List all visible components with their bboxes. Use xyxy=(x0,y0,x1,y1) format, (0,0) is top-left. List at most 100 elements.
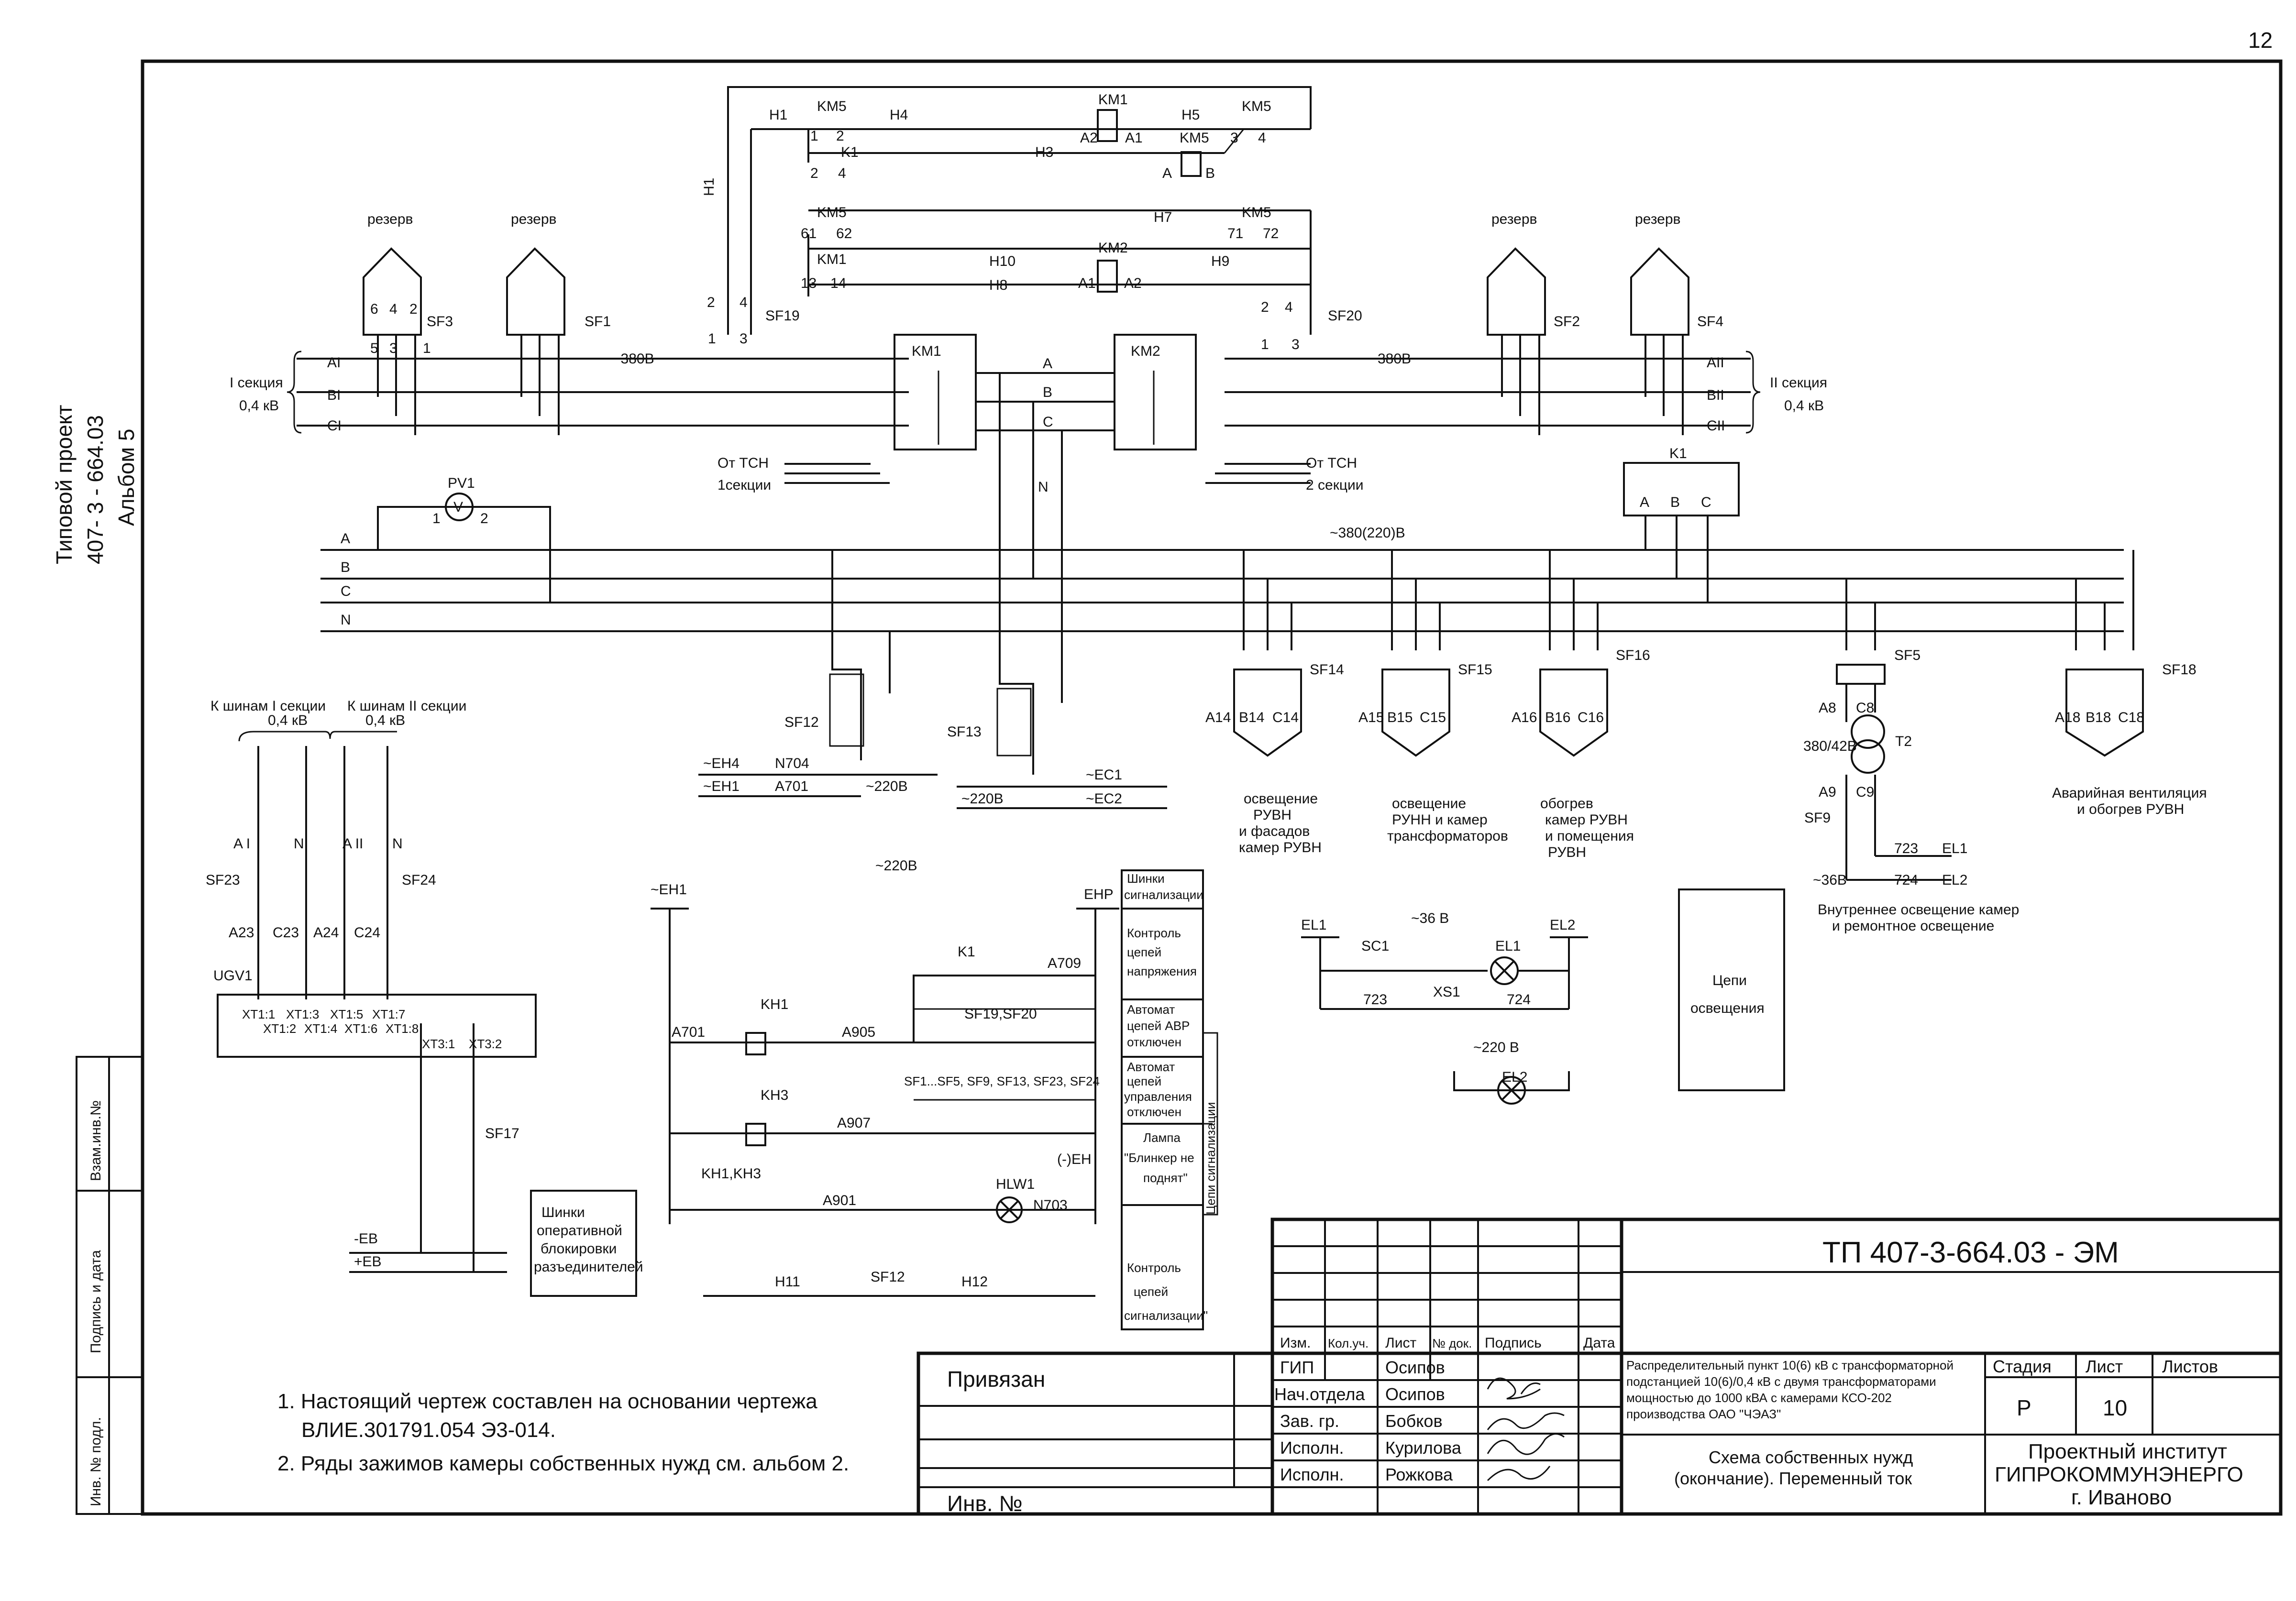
svg-text:Привязан: Привязан xyxy=(947,1367,1045,1392)
svg-text:резерв: резерв xyxy=(367,211,413,227)
svg-text:K1: K1 xyxy=(841,144,859,160)
ugv1-power-supply: К шинам I секции 0,4 кВ К шинам II секци… xyxy=(206,698,537,1273)
svg-text:C23: C23 xyxy=(273,925,299,941)
svg-text:1: 1 xyxy=(708,331,716,347)
svg-text:От ТСН: От ТСН xyxy=(718,455,769,471)
svg-text:A: A xyxy=(1162,165,1172,181)
svg-text:Внутреннее освещение камер: Внутреннее освещение камер xyxy=(1818,902,2019,918)
svg-text:KM1: KM1 xyxy=(817,252,847,267)
svg-text:H8: H8 xyxy=(989,277,1007,293)
svg-text:1секции: 1секции xyxy=(718,477,771,493)
svg-text:KM2: KM2 xyxy=(1131,343,1160,359)
svg-text:72: 72 xyxy=(1263,226,1279,241)
svg-text:№ док.: № док. xyxy=(1432,1336,1472,1350)
svg-text:цепей: цепей xyxy=(1127,1074,1161,1088)
svg-text:BI: BI xyxy=(327,387,341,403)
svg-text:К шинам II секции: К шинам II секции xyxy=(347,698,466,714)
feeder-sf16: SF16 A16 B16 C16 обогрев камер РУВН и по… xyxy=(1512,550,1650,860)
svg-text:3: 3 xyxy=(1292,337,1300,352)
svg-text:XT1:7: XT1:7 xyxy=(372,1007,405,1021)
svg-text:EL1: EL1 xyxy=(1301,917,1326,933)
svg-text:Взам.инв.№: Взам.инв.№ xyxy=(88,1100,104,1181)
svg-text:KM5: KM5 xyxy=(1242,205,1271,220)
signatures xyxy=(1487,1377,1565,1481)
svg-text:A: A xyxy=(341,531,350,547)
svg-text:71: 71 xyxy=(1227,226,1243,241)
svg-text:A23: A23 xyxy=(229,925,254,941)
svg-text:Исполн.: Исполн. xyxy=(1280,1465,1344,1484)
svg-text:SF9: SF9 xyxy=(1804,810,1831,826)
svg-text:Подпись: Подпись xyxy=(1485,1335,1542,1351)
svg-text:2 секции: 2 секции xyxy=(1306,477,1364,493)
svg-text:~EC1: ~EC1 xyxy=(1086,767,1122,783)
svg-text:Шинки: Шинки xyxy=(541,1205,585,1220)
feeder-sf14: SF14 A14 B14 C14 освещение РУВН и фасадо… xyxy=(1205,550,1344,855)
svg-text:4: 4 xyxy=(1285,299,1293,315)
svg-text:обогрев: обогрев xyxy=(1540,796,1593,811)
svg-text:Рожкова: Рожкова xyxy=(1385,1465,1453,1484)
svg-text:KM1: KM1 xyxy=(912,343,941,359)
title-block: Привязан Инв. № Изм. Кол.уч. Лист № док.… xyxy=(916,1217,2283,1516)
svg-text:EL1: EL1 xyxy=(1942,841,1967,856)
drawing-notes: 1. Настоящий чертеж составлен на основан… xyxy=(277,1390,849,1475)
svg-text:резерв: резерв xyxy=(1635,211,1680,227)
svg-text:XT1:1: XT1:1 xyxy=(242,1007,275,1021)
svg-text:Лист: Лист xyxy=(1385,1335,1416,1351)
svg-text:B18: B18 xyxy=(2086,710,2111,725)
svg-text:C9: C9 xyxy=(1856,784,1874,800)
svg-text:723: 723 xyxy=(1894,841,1918,856)
svg-text:6: 6 xyxy=(370,301,378,317)
svg-text:производства ОАО "ЧЭАЗ": производства ОАО "ЧЭАЗ" xyxy=(1626,1407,1781,1421)
k1-relay xyxy=(1623,462,1740,516)
svg-text:N: N xyxy=(392,836,403,852)
feeder-sf15: SF15 A15 B15 C15 освещение РУНН и камер … xyxy=(1358,550,1508,844)
svg-text:10: 10 xyxy=(2103,1395,2127,1420)
svg-text:Нач.отдела: Нач.отдела xyxy=(1274,1384,1365,1404)
avr-control-circuit: H1 H1 KM5 H4 KM1 H5 KM5 1 2 K1 2 4 H3 A2… xyxy=(701,86,1362,352)
svg-text:723: 723 xyxy=(1363,992,1387,1008)
svg-text:EL2: EL2 xyxy=(1550,917,1575,933)
svg-text:ГИП: ГИП xyxy=(1280,1358,1314,1377)
svg-text:(окончание). Переменный ток: (окончание). Переменный ток xyxy=(1674,1469,1912,1488)
svg-text:Бобков: Бобков xyxy=(1385,1411,1443,1431)
svg-text:KM5: KM5 xyxy=(817,205,847,220)
svg-text:Типовой проект: Типовой проект xyxy=(52,405,77,564)
svg-text:EL1: EL1 xyxy=(1495,938,1521,954)
svg-text:SF20: SF20 xyxy=(1328,308,1362,324)
svg-text:Стадия: Стадия xyxy=(1993,1357,2052,1376)
lamp-el2-icon xyxy=(1497,1076,1526,1105)
margin-stamp: Взам.инв.№ Подпись и дата Инв. № подл. xyxy=(76,1056,144,1515)
svg-text:KH1,KH3: KH1,KH3 xyxy=(701,1166,761,1182)
svg-text:~36В: ~36В xyxy=(1813,872,1847,888)
svg-text:A1: A1 xyxy=(1125,130,1143,146)
svg-text:РУВН: РУВН xyxy=(1548,844,1586,860)
svg-text:и фасадов: и фасадов xyxy=(1239,823,1310,839)
svg-text:SF3: SF3 xyxy=(427,314,453,329)
svg-text:SC1: SC1 xyxy=(1361,938,1389,954)
svg-text:От ТСН: От ТСН xyxy=(1306,455,1357,471)
svg-text:2: 2 xyxy=(480,511,488,526)
svg-text:Цепи: Цепи xyxy=(1712,973,1747,988)
svg-text:A701: A701 xyxy=(672,1024,705,1040)
svg-text:BII: BII xyxy=(1707,387,1724,403)
svg-text:Изм.: Изм. xyxy=(1280,1335,1311,1351)
svg-text:N704: N704 xyxy=(775,756,809,771)
svg-text:поднят": поднят" xyxy=(1143,1171,1188,1185)
svg-text:К шинам I секции: К шинам I секции xyxy=(210,698,326,714)
svg-text:~220В: ~220В xyxy=(866,779,908,794)
reserve-breaker-sf4: резерв SF4 xyxy=(1630,211,1723,435)
svg-text:3: 3 xyxy=(389,340,397,356)
svg-text:K1: K1 xyxy=(958,944,975,960)
svg-text:C15: C15 xyxy=(1420,710,1446,725)
svg-text:A905: A905 xyxy=(842,1024,875,1040)
svg-text:A: A xyxy=(1640,494,1649,510)
svg-text:B: B xyxy=(1670,494,1680,510)
svg-text:C16: C16 xyxy=(1578,710,1604,725)
svg-text:H9: H9 xyxy=(1211,253,1229,269)
svg-text:C24: C24 xyxy=(354,925,380,941)
voltmeter-icon xyxy=(445,493,474,521)
svg-text:13: 13 xyxy=(801,275,817,291)
svg-text:A2: A2 xyxy=(1124,275,1142,291)
svg-text:SF17: SF17 xyxy=(485,1126,519,1141)
svg-text:A709: A709 xyxy=(1048,955,1081,971)
